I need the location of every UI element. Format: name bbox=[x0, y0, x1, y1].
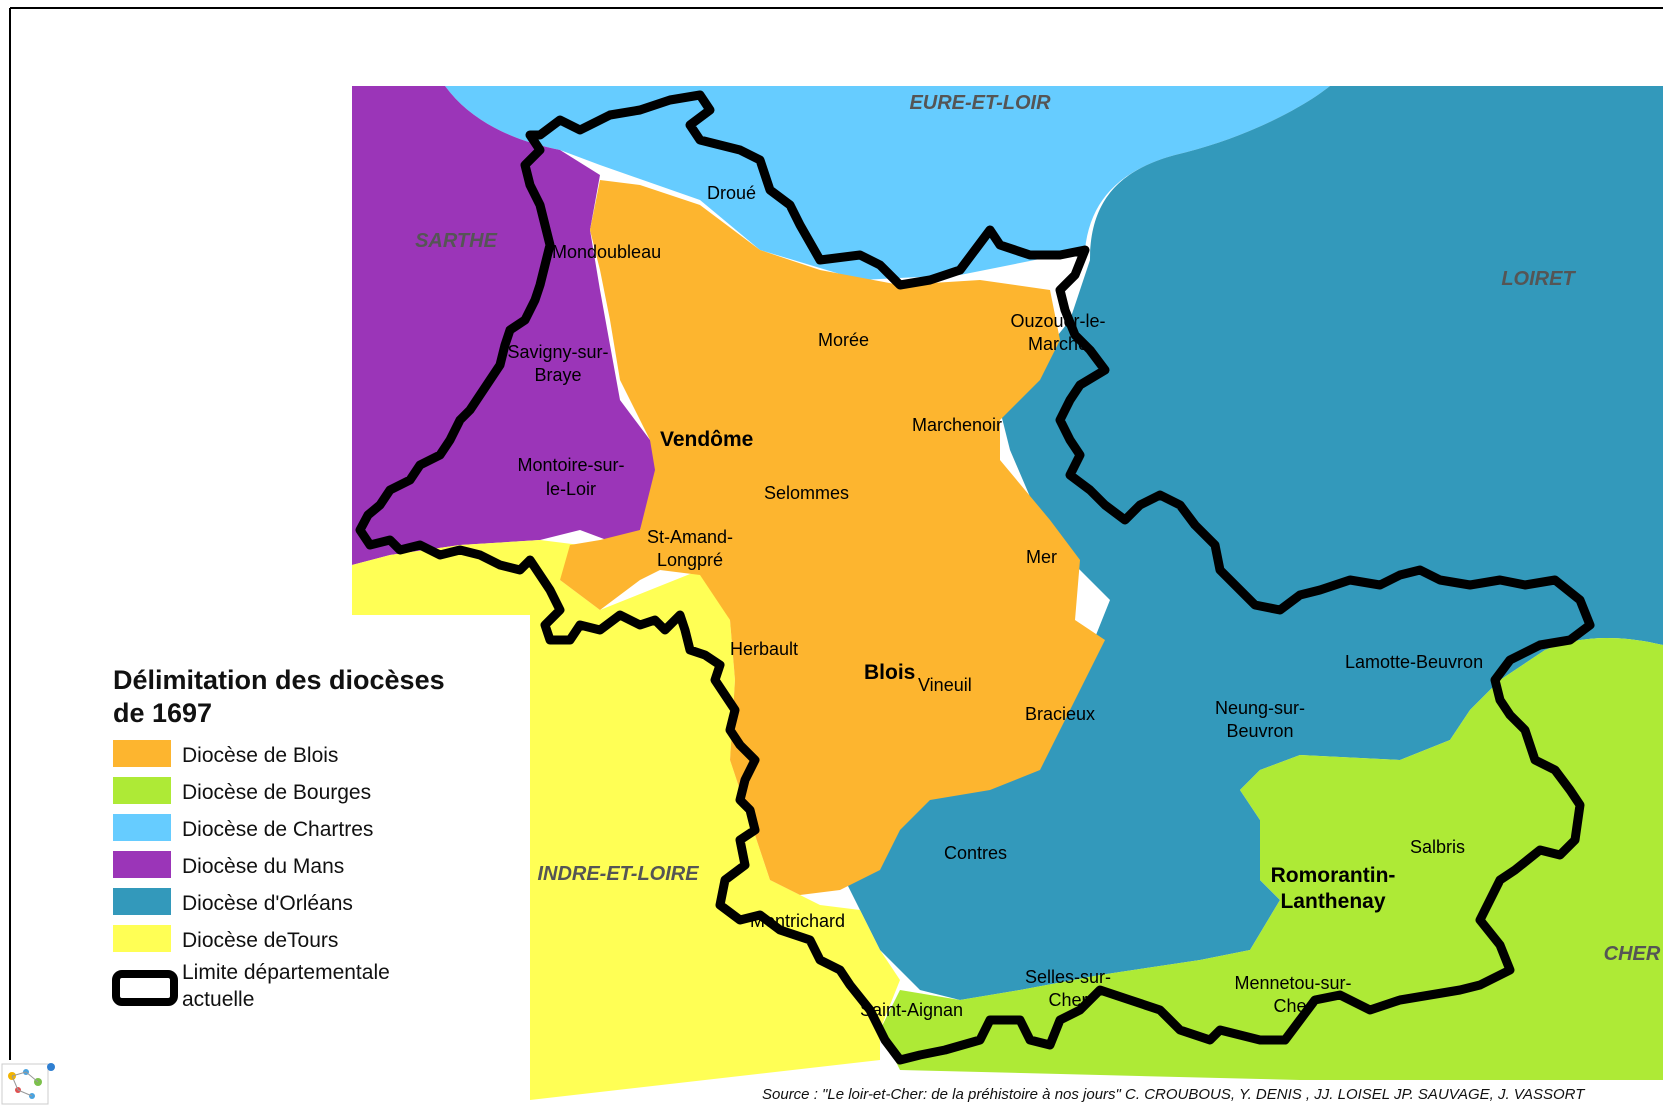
town-saint-aignan: Saint-Aignan bbox=[860, 1000, 963, 1020]
town-marchenoir: Marchenoir bbox=[912, 415, 1002, 435]
region-bourges bbox=[880, 638, 1663, 1080]
town-montoire-line2: le-Loir bbox=[546, 479, 596, 499]
town-contres: Contres bbox=[944, 843, 1007, 863]
legend-swatch-bourges bbox=[113, 777, 171, 804]
legend-swatch-mans bbox=[113, 851, 171, 878]
region-orleans bbox=[840, 86, 1663, 1000]
legend: Délimitation des diocèses de 1697 Diocès… bbox=[112, 665, 445, 1011]
legend-label-mans: Diocèse du Mans bbox=[182, 855, 344, 878]
town-neung-line2: Beuvron bbox=[1226, 721, 1293, 741]
legend-swatch-orleans bbox=[113, 888, 171, 915]
dept-label-sarthe: SARTHE bbox=[415, 230, 498, 252]
town-montoire-line1: Montoire-sur- bbox=[517, 455, 624, 475]
town-salbris: Salbris bbox=[1410, 837, 1465, 857]
dept-label-cher: CHER bbox=[1604, 943, 1661, 965]
departmental-boundary bbox=[355, 90, 1595, 1065]
source-caption: Source : "Le loir-et-Cher: de la préhist… bbox=[762, 1086, 1586, 1103]
source-background bbox=[756, 1080, 1663, 1107]
town-vineuil: Vineuil bbox=[918, 675, 972, 695]
town-st-amand-line1: St-Amand- bbox=[647, 527, 733, 547]
legend-swatch-tours bbox=[113, 925, 171, 952]
region-chartres bbox=[445, 86, 1330, 280]
town-moree: Morée bbox=[818, 330, 869, 350]
legend-swatch-blois bbox=[113, 740, 171, 767]
legend-label-bourges: Diocèse de Bourges bbox=[182, 781, 371, 804]
town-mer: Mer bbox=[1026, 547, 1057, 567]
town-savigny-line2: Braye bbox=[534, 365, 581, 385]
town-romorantin-line1: Romorantin- bbox=[1271, 864, 1396, 887]
town-herbault: Herbault bbox=[730, 639, 798, 659]
dept-label-eure-et-loir: EURE-ET-LOIR bbox=[909, 92, 1051, 114]
network-logo-icon bbox=[1, 1063, 55, 1105]
town-savigny-line1: Savigny-sur- bbox=[507, 342, 608, 362]
town-droue: Droué bbox=[707, 183, 756, 203]
town-st-amand-line2: Longpré bbox=[657, 550, 723, 570]
town-ouzouer-line2: Marche bbox=[1028, 334, 1088, 354]
region-tours bbox=[352, 540, 900, 1100]
town-vendome: Vendôme bbox=[660, 428, 753, 451]
legend-label-border-line2: actuelle bbox=[182, 988, 254, 1011]
region-blois bbox=[560, 180, 1105, 895]
town-selles-line1: Selles-sur- bbox=[1025, 967, 1111, 987]
legend-swatch-chartres bbox=[113, 814, 171, 841]
legend-label-border-line1: Limite départementale bbox=[182, 961, 390, 984]
town-mennetou-line2: Cher bbox=[1273, 996, 1312, 1016]
town-neung-line1: Neung-sur- bbox=[1215, 698, 1305, 718]
legend-label-tours: Diocèse deTours bbox=[182, 929, 338, 952]
legend-label-orleans: Diocèse d'Orléans bbox=[182, 892, 353, 915]
town-bracieux: Bracieux bbox=[1025, 704, 1095, 724]
town-blois: Blois bbox=[864, 661, 915, 684]
legend-label-blois: Diocèse de Blois bbox=[182, 744, 338, 767]
town-ouzouer-line1: Ouzouer-le- bbox=[1010, 311, 1105, 331]
town-lamotte-beuvron: Lamotte-Beuvron bbox=[1345, 652, 1483, 672]
legend-swatch-border bbox=[112, 970, 178, 1006]
region-mans bbox=[352, 86, 665, 565]
legend-label-chartres: Diocèse de Chartres bbox=[182, 818, 373, 841]
town-romorantin-line2: Lanthenay bbox=[1280, 890, 1385, 913]
town-selles-line2: Cher bbox=[1048, 990, 1087, 1010]
dept-label-loiret: LOIRET bbox=[1501, 268, 1576, 290]
legend-title-line2: de 1697 bbox=[113, 698, 212, 728]
town-selommes: Selommes bbox=[764, 483, 849, 503]
dept-label-indre-et-loire: INDRE-ET-LOIRE bbox=[537, 863, 699, 885]
town-mondoubleau: Mondoubleau bbox=[552, 242, 661, 262]
town-montrichard: Montrichard bbox=[750, 911, 845, 931]
legend-title-line1: Délimitation des diocèses bbox=[113, 665, 445, 695]
town-mennetou-line1: Mennetou-sur- bbox=[1234, 973, 1351, 993]
